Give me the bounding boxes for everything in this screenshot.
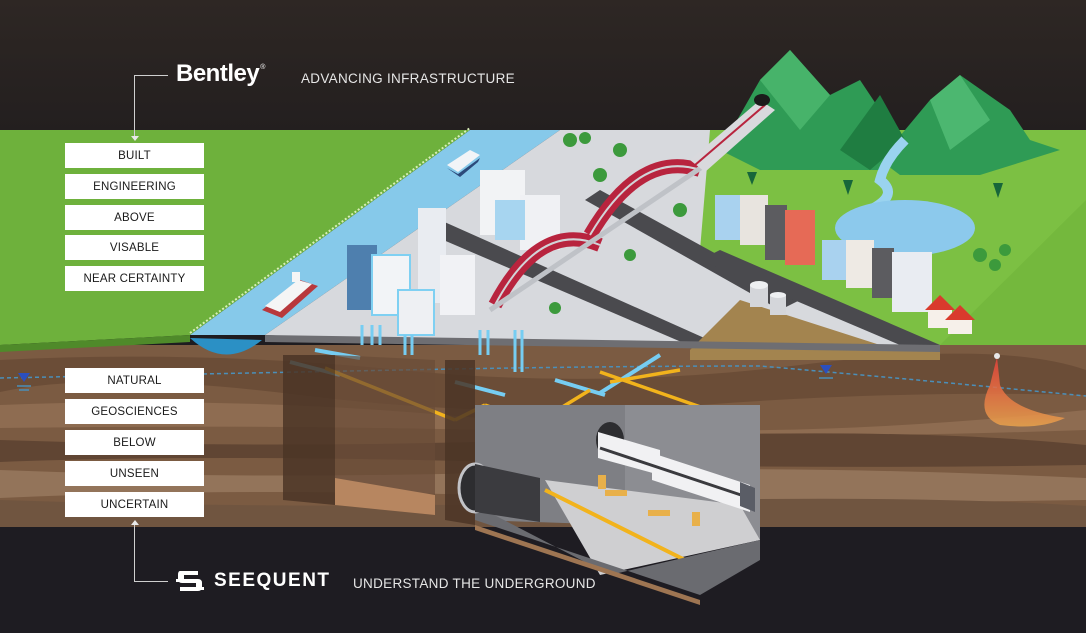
bentley-connector-horizontal (134, 75, 168, 76)
label-below: BELOW (65, 430, 204, 455)
label-unseen: UNSEEN (65, 461, 204, 486)
label-uncertain: UNCERTAIN (65, 492, 204, 517)
label-visable: VISABLE (65, 235, 204, 260)
label-built: BUILT (65, 143, 204, 168)
seequent-wordmark: SEEQUENT (214, 570, 331, 591)
mountains (720, 50, 1060, 175)
label-natural: NATURAL (65, 368, 204, 393)
skyscrapers (347, 170, 560, 336)
mountain-tunnel (754, 94, 770, 106)
seequent-tagline: UNDERSTAND THE UNDERGROUND (353, 576, 596, 591)
water-table-markers (17, 365, 833, 391)
contaminant-plume (984, 353, 1065, 427)
townhouses (715, 195, 932, 312)
foundation-piles (360, 325, 524, 372)
platform-furniture (598, 475, 700, 526)
bentley-connector-arrow (131, 136, 139, 141)
cargo-ship (262, 272, 318, 318)
sky-background (0, 0, 1086, 130)
label-engineering: ENGINEERING (65, 174, 204, 199)
subway-train (598, 432, 755, 512)
trees (549, 132, 1011, 314)
water-tanks (750, 281, 786, 315)
label-near-certainty: NEAR CERTAINTY (65, 266, 204, 291)
red-roof-houses (925, 295, 975, 334)
seequent-connector-horizontal (134, 581, 168, 582)
arch-bridge (488, 159, 707, 313)
river (190, 130, 560, 335)
label-geosciences: GEOSCIENCES (65, 399, 204, 424)
bentley-connector-vertical (134, 75, 135, 138)
elevated-rail (690, 94, 775, 172)
bentley-wordmark: Bentley (176, 60, 260, 87)
excavation-walls (283, 355, 475, 525)
bentley-logo: Bentley® (176, 60, 265, 88)
bentley-tagline: ADVANCING INFRASTRUCTURE (301, 71, 515, 86)
seequent-connector-arrow (131, 520, 139, 525)
label-above: ABOVE (65, 205, 204, 230)
seequent-logo-icon (176, 571, 204, 591)
boat (447, 150, 480, 177)
seequent-connector-vertical (134, 524, 135, 582)
registered-mark: ® (260, 64, 265, 71)
